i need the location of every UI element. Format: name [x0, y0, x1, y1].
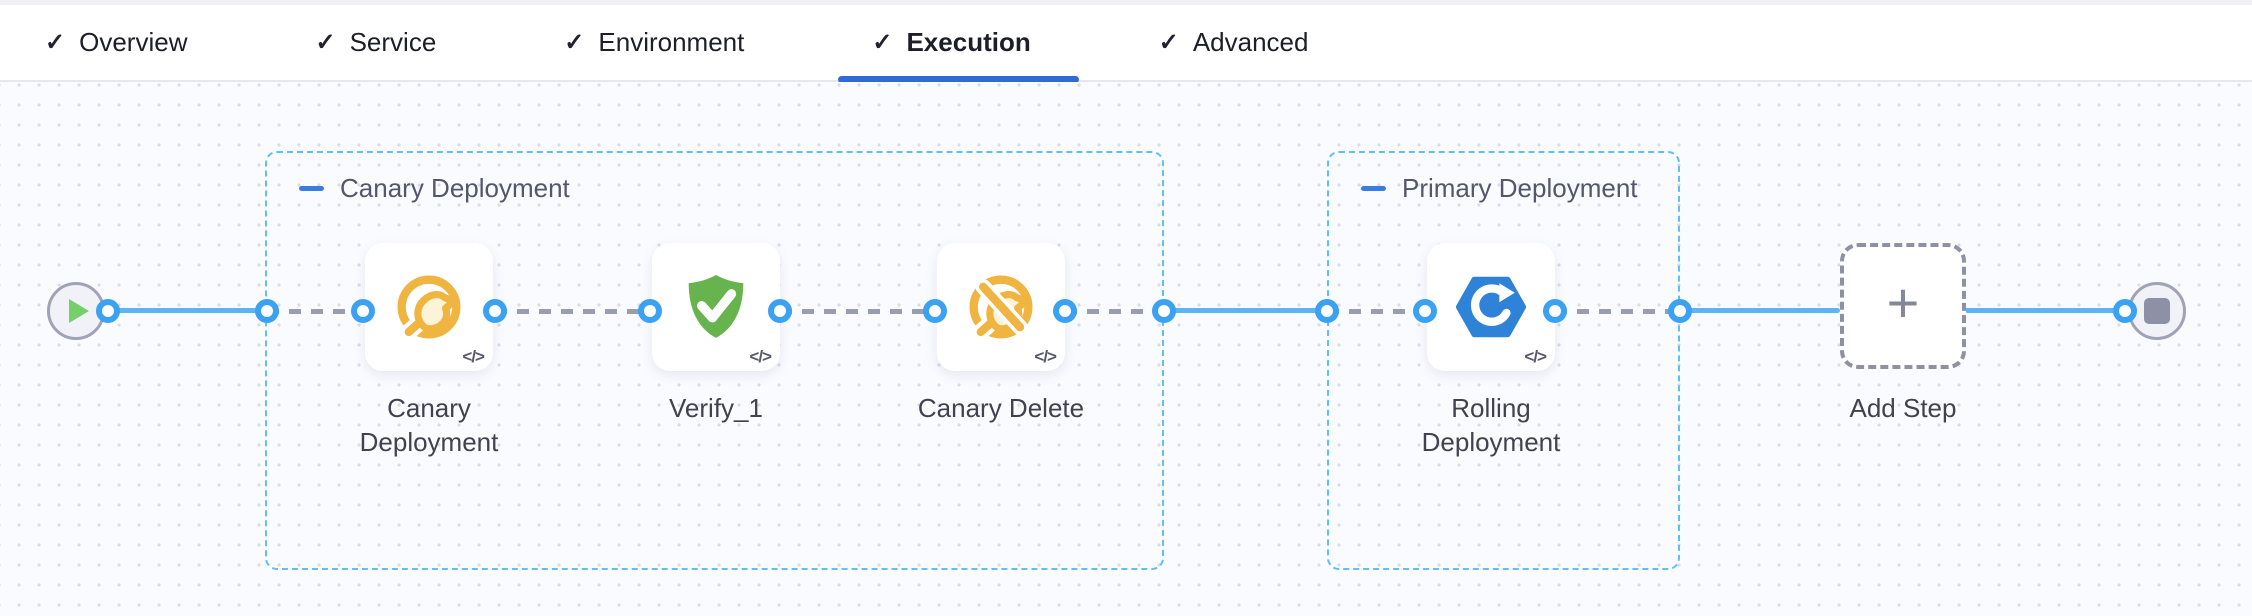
check-icon: ✓: [872, 29, 893, 56]
group-canary-deployment: Canary Deployment: [265, 151, 1164, 570]
minus-icon[interactable]: [299, 186, 324, 191]
add-step-button[interactable]: +: [1840, 243, 1966, 369]
shield-check-icon: [688, 274, 744, 338]
tab-label: Advanced: [1192, 27, 1309, 57]
group-title: Primary Deployment: [1402, 173, 1638, 203]
tab-advanced[interactable]: ✓ Advanced: [1159, 27, 1309, 58]
canary-icon: [397, 275, 461, 341]
connector-port[interactable]: [1668, 299, 1692, 323]
connector-port[interactable]: [2113, 299, 2137, 323]
connector-port[interactable]: [638, 299, 662, 323]
connector-line-dashed: [495, 309, 650, 314]
connector-port[interactable]: [1315, 299, 1339, 323]
connector-port[interactable]: [96, 299, 120, 323]
tab-execution[interactable]: ✓ Execution: [838, 27, 1080, 83]
group-primary-deployment: Primary Deployment: [1327, 151, 1680, 570]
tab-service[interactable]: ✓ Service: [315, 27, 436, 58]
connector-line-dashed: [1065, 309, 1164, 314]
rolling-update-icon: [1455, 276, 1527, 338]
active-tab-underline: [838, 76, 1080, 83]
connector-line-solid: [1965, 308, 2125, 313]
minus-icon[interactable]: [1361, 186, 1386, 191]
step-label-rolling-deployment: Rolling Deployment: [1421, 393, 1561, 457]
connector-line-solid: [1164, 308, 1327, 313]
step-rolling-deployment[interactable]: </>: [1427, 243, 1555, 371]
connector-port[interactable]: [351, 299, 375, 323]
step-canary-delete[interactable]: </>: [937, 243, 1065, 371]
plus-icon: +: [1886, 271, 1920, 334]
group-header: Primary Deployment: [1361, 173, 1638, 204]
connector-port[interactable]: [923, 299, 947, 323]
connector-port[interactable]: [768, 299, 792, 323]
step-label-canary-deployment: Canary Deployment: [359, 393, 499, 457]
group-header: Canary Deployment: [299, 173, 570, 204]
connector-port[interactable]: [483, 299, 507, 323]
check-icon: ✓: [1158, 29, 1179, 56]
code-icon: </>: [1524, 347, 1547, 366]
step-label-verify-1: Verify_1: [669, 393, 763, 423]
group-title: Canary Deployment: [340, 173, 570, 203]
code-icon: </>: [1034, 347, 1057, 366]
tab-label: Environment: [598, 27, 745, 57]
connector-line-dashed: [780, 309, 935, 314]
canary-delete-icon: [969, 275, 1033, 341]
wizard-tab-bar: ✓ Overview ✓ Service ✓ Environment ✓ Exe…: [0, 0, 2252, 83]
play-icon: [69, 299, 89, 323]
connector-line-solid: [1680, 308, 1840, 313]
connector-port[interactable]: [1053, 299, 1077, 323]
pipeline-canvas[interactable]: Canary Deployment Primary Deployment </>: [0, 82, 2252, 616]
check-icon: ✓: [315, 29, 336, 56]
connector-port[interactable]: [1543, 299, 1567, 323]
tab-overview[interactable]: ✓ Overview: [45, 27, 187, 58]
connector-port[interactable]: [255, 299, 279, 323]
code-icon: </>: [749, 347, 772, 366]
step-verify-1[interactable]: </>: [652, 243, 780, 371]
check-icon: ✓: [45, 29, 66, 56]
connector-line-solid: [108, 308, 267, 313]
step-label-canary-delete: Canary Delete: [917, 393, 1085, 423]
tab-environment[interactable]: ✓ Environment: [564, 27, 744, 58]
code-icon: </>: [462, 347, 485, 366]
connector-line-dashed: [1555, 309, 1680, 314]
check-icon: ✓: [564, 29, 585, 56]
tab-label: Service: [349, 27, 437, 57]
stop-icon: [2144, 298, 2170, 324]
connector-line-dashed: [267, 309, 363, 314]
connector-port[interactable]: [1413, 299, 1437, 323]
pipeline-end-node: [2128, 282, 2186, 340]
connector-port[interactable]: [1152, 299, 1176, 323]
connector-line-dashed: [1327, 309, 1425, 314]
tab-label: Execution: [906, 27, 1031, 57]
add-step-label: Add Step: [1849, 393, 1957, 423]
step-canary-deployment[interactable]: </>: [365, 243, 493, 371]
tab-label: Overview: [79, 27, 188, 57]
